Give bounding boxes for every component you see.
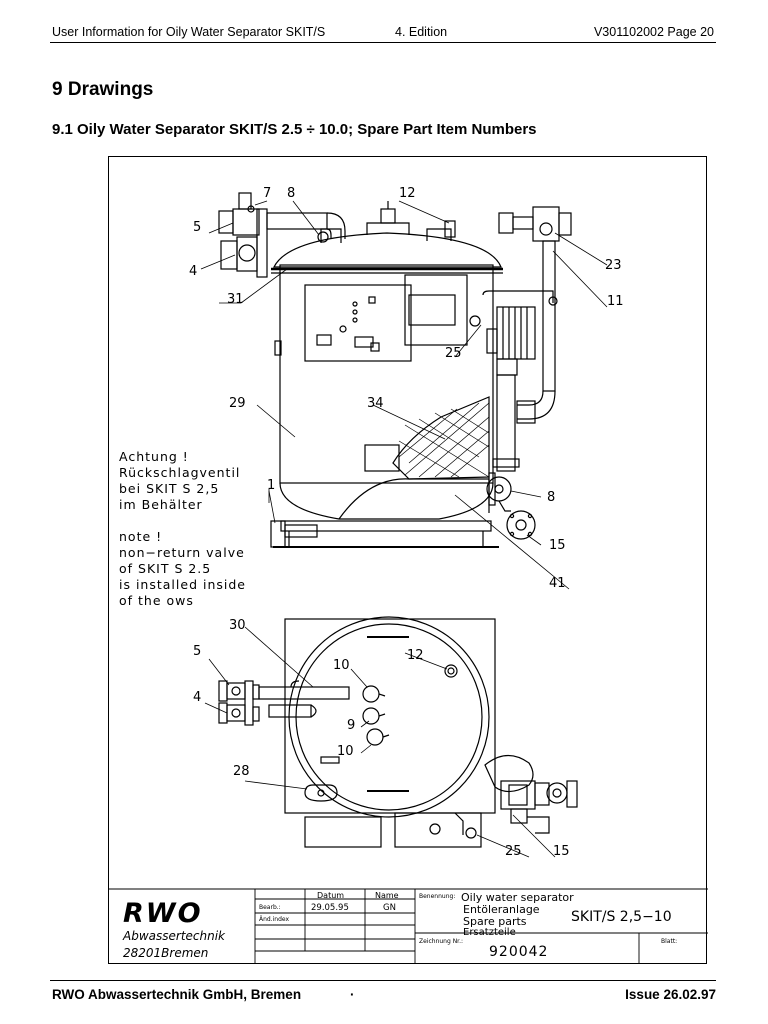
tank-base — [280, 520, 492, 532]
name-value: GN — [383, 903, 396, 913]
flange-15 — [506, 510, 536, 540]
note-en-1: note ! — [119, 529, 162, 544]
note-de-1: Achtung ! — [119, 449, 189, 464]
rwo-logo: RWO — [123, 898, 203, 929]
page-footer: RWO Abwassertechnik GmbH, Bremen · Issue… — [50, 980, 716, 1002]
desc-line-2: Entöleranlage — [463, 903, 540, 916]
callout-front-12: 12 — [399, 186, 416, 201]
callout-front-41: 41 — [549, 576, 566, 591]
drawing-number: 920042 — [489, 944, 548, 960]
callout-front-25: 25 — [445, 346, 462, 361]
col-name: Name — [375, 891, 399, 900]
datum-value: 29.05.95 — [311, 903, 349, 913]
tank-body — [279, 264, 494, 484]
col-datum: Datum — [317, 891, 344, 900]
callout-top-9: 9 — [347, 718, 355, 733]
callout-front-4: 4 — [189, 264, 197, 279]
callout-front-7: 7 — [263, 186, 271, 201]
callout-top-30: 30 — [229, 618, 246, 633]
model-name: SKIT/S 2,5−10 — [571, 909, 672, 925]
footer-mark: · — [350, 987, 355, 1002]
desc-line-1: Oily water separator — [461, 891, 574, 904]
label-aend: Änd.index — [259, 916, 289, 923]
tank-top-outer — [288, 616, 490, 818]
callout-front-1: 1 — [267, 478, 275, 493]
callout-front-8: 8 — [287, 186, 295, 201]
callout-front-11: 11 — [607, 294, 624, 309]
callout-front-8b: 8 — [547, 490, 555, 505]
note-de-3: bei SKIT S 2,5 — [119, 481, 219, 496]
tank-bottom — [279, 482, 494, 520]
label-bearb: Bearb.: — [259, 904, 281, 911]
note-en-4: is installed inside — [119, 577, 246, 592]
filter-hatch — [392, 396, 490, 480]
callout-top-28: 28 — [233, 764, 250, 779]
footer-issue: Issue 26.02.97 — [625, 987, 716, 1002]
company-sub: Abwassertechnik — [122, 929, 226, 943]
note-en-2: non−return valve — [119, 545, 245, 560]
valve-5 — [232, 208, 260, 236]
callout-top-15: 15 — [553, 844, 570, 859]
technical-drawing: 7 8 12 5 4 23 31 11 25 29 34 1 8 15 41 3… — [108, 156, 708, 964]
note-de-4: im Behälter — [119, 497, 203, 512]
title-block — [109, 888, 708, 964]
document-title: User Information for Oily Water Separato… — [52, 25, 326, 39]
callout-front-15: 15 — [549, 538, 566, 553]
callout-top-5: 5 — [193, 644, 201, 659]
page-number: V301102002 Page 20 — [593, 25, 714, 39]
top-view — [218, 616, 578, 848]
valve-23 — [532, 206, 560, 242]
callout-front-31: 31 — [227, 292, 244, 307]
drawing-canvas: 7 8 12 5 4 23 31 11 25 29 34 1 8 15 41 3… — [109, 186, 708, 964]
callout-front-5: 5 — [193, 220, 201, 235]
label-benennung: Benennung: — [419, 893, 455, 900]
footer-company: RWO Abwassertechnik GmbH, Bremen — [52, 987, 302, 1002]
chapter-heading: 9 Drawings — [52, 79, 154, 100]
note-en-5: of the ows — [119, 593, 194, 608]
edition-label: 4. Edition — [395, 25, 448, 39]
desc-line-3: Spare parts — [463, 915, 527, 928]
desc-line-4: Ersatzteile — [463, 927, 516, 938]
pump-foot — [304, 816, 382, 848]
control-box — [304, 284, 412, 362]
note-en-3: of SKIT S 2.5 — [119, 561, 211, 576]
callout-top-10: 10 — [333, 658, 350, 673]
front-view — [218, 192, 572, 548]
callout-top-12: 12 — [407, 648, 424, 663]
base-frame — [284, 618, 496, 814]
callout-top-4: 4 — [193, 690, 201, 705]
leader-lines — [200, 200, 608, 858]
page-header: User Information for Oily Water Separato… — [50, 24, 716, 43]
company-city: 28201Bremen — [123, 946, 208, 960]
note-de-2: Rückschlagventil — [119, 465, 240, 480]
tank-top-inner — [295, 623, 483, 811]
callout-front-34: 34 — [367, 396, 384, 411]
label-zeichnung: Zeichnung Nr.: — [419, 938, 463, 945]
label-blatt: Blatt: — [661, 938, 677, 945]
callout-top-25: 25 — [505, 844, 522, 859]
callout-front-29: 29 — [229, 396, 246, 411]
tank-lid — [273, 232, 502, 268]
callout-front-23: 23 — [605, 258, 622, 273]
section-heading: 9.1 Oily Water Separator SKIT/S 2.5 ÷ 10… — [52, 121, 537, 138]
callout-top-10b: 10 — [337, 744, 354, 759]
